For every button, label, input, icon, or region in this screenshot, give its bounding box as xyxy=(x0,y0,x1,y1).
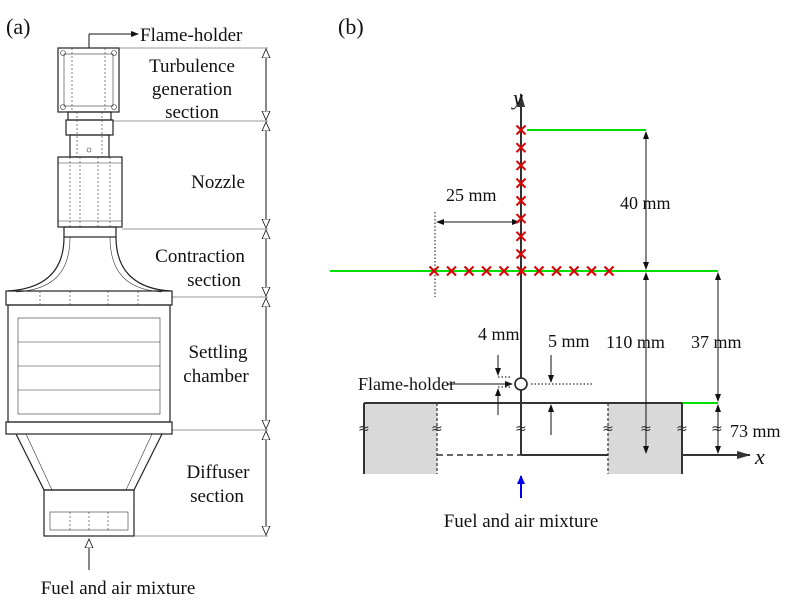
marker-vertical xyxy=(515,124,527,136)
panel-a-tag: (a) xyxy=(6,14,30,39)
svg-text:≈: ≈ xyxy=(515,421,527,437)
green-guide-lines xyxy=(330,129,718,404)
svg-text:≈: ≈ xyxy=(358,421,370,437)
marker-horizontal xyxy=(428,265,440,277)
marker-horizontal xyxy=(516,265,527,277)
marker-vertical xyxy=(515,213,527,224)
marker-horizontal xyxy=(463,265,475,277)
marker-horizontal xyxy=(586,265,597,277)
svg-text:≈: ≈ xyxy=(431,421,443,437)
measurement-markers xyxy=(428,124,615,277)
marker-vertical xyxy=(515,142,527,153)
y-axis-label: y xyxy=(511,85,523,110)
label-settling-1: Settling xyxy=(188,342,248,363)
flame-holder-pointer: Flame-holder xyxy=(88,25,243,48)
svg-text:≈: ≈ xyxy=(602,421,614,437)
x-axis-label: x xyxy=(754,444,765,469)
panel-a: (a) Flame-holder xyxy=(5,14,268,599)
burner-walls xyxy=(363,402,683,474)
marker-vertical xyxy=(515,248,527,260)
dim-40mm: 40 mm xyxy=(620,193,671,213)
svg-text:≈: ≈ xyxy=(711,421,723,437)
label-turbulence-3: section xyxy=(165,102,219,123)
marker-horizontal xyxy=(551,265,562,277)
marker-vertical xyxy=(515,231,527,242)
svg-text:≈: ≈ xyxy=(676,421,688,437)
marker-vertical xyxy=(515,195,527,207)
panel-b-tag: (b) xyxy=(338,14,364,39)
label-nozzle: Nozzle xyxy=(191,172,245,193)
burner-drawing xyxy=(5,47,173,537)
dim-4mm: 4 mm xyxy=(478,324,520,344)
marker-horizontal xyxy=(533,265,545,277)
label-contraction-1: Contraction xyxy=(155,246,245,267)
flame-holder-circle xyxy=(514,377,528,391)
marker-horizontal xyxy=(446,265,457,277)
dim-25mm: 25 mm xyxy=(446,185,497,205)
dotted-guides xyxy=(434,212,593,388)
flame-holder-label-a: Flame-holder xyxy=(140,25,243,46)
label-diffuser-1: Diffuser xyxy=(187,462,251,483)
dim-5mm: 5 mm xyxy=(548,331,590,351)
dim-110mm: 110 mm xyxy=(606,332,665,352)
marker-horizontal xyxy=(603,265,615,277)
marker-horizontal xyxy=(481,265,492,277)
label-contraction-2: section xyxy=(187,270,241,291)
label-settling-2: chamber xyxy=(183,366,249,387)
panel-b: (b) y x ≈ ≈ ≈ ≈ ≈ xyxy=(330,14,781,532)
dim-37mm: 37 mm xyxy=(691,332,742,352)
inlet-label-a: Fuel and air mixture xyxy=(41,578,196,599)
marker-horizontal xyxy=(498,265,510,277)
marker-vertical xyxy=(515,177,527,189)
label-turbulence-1: Turbulence xyxy=(149,56,235,77)
flame-holder-label-b: Flame-holder xyxy=(358,374,455,394)
inlet-label-b: Fuel and air mixture xyxy=(444,511,599,532)
label-diffuser-2: section xyxy=(190,486,244,507)
dim-73mm: 73 mm xyxy=(730,421,781,441)
section-boundaries xyxy=(113,47,268,537)
panel-b-dimensions xyxy=(436,131,721,454)
marker-horizontal xyxy=(568,265,580,277)
marker-vertical xyxy=(515,160,527,171)
label-turbulence-2: generation xyxy=(152,79,233,100)
